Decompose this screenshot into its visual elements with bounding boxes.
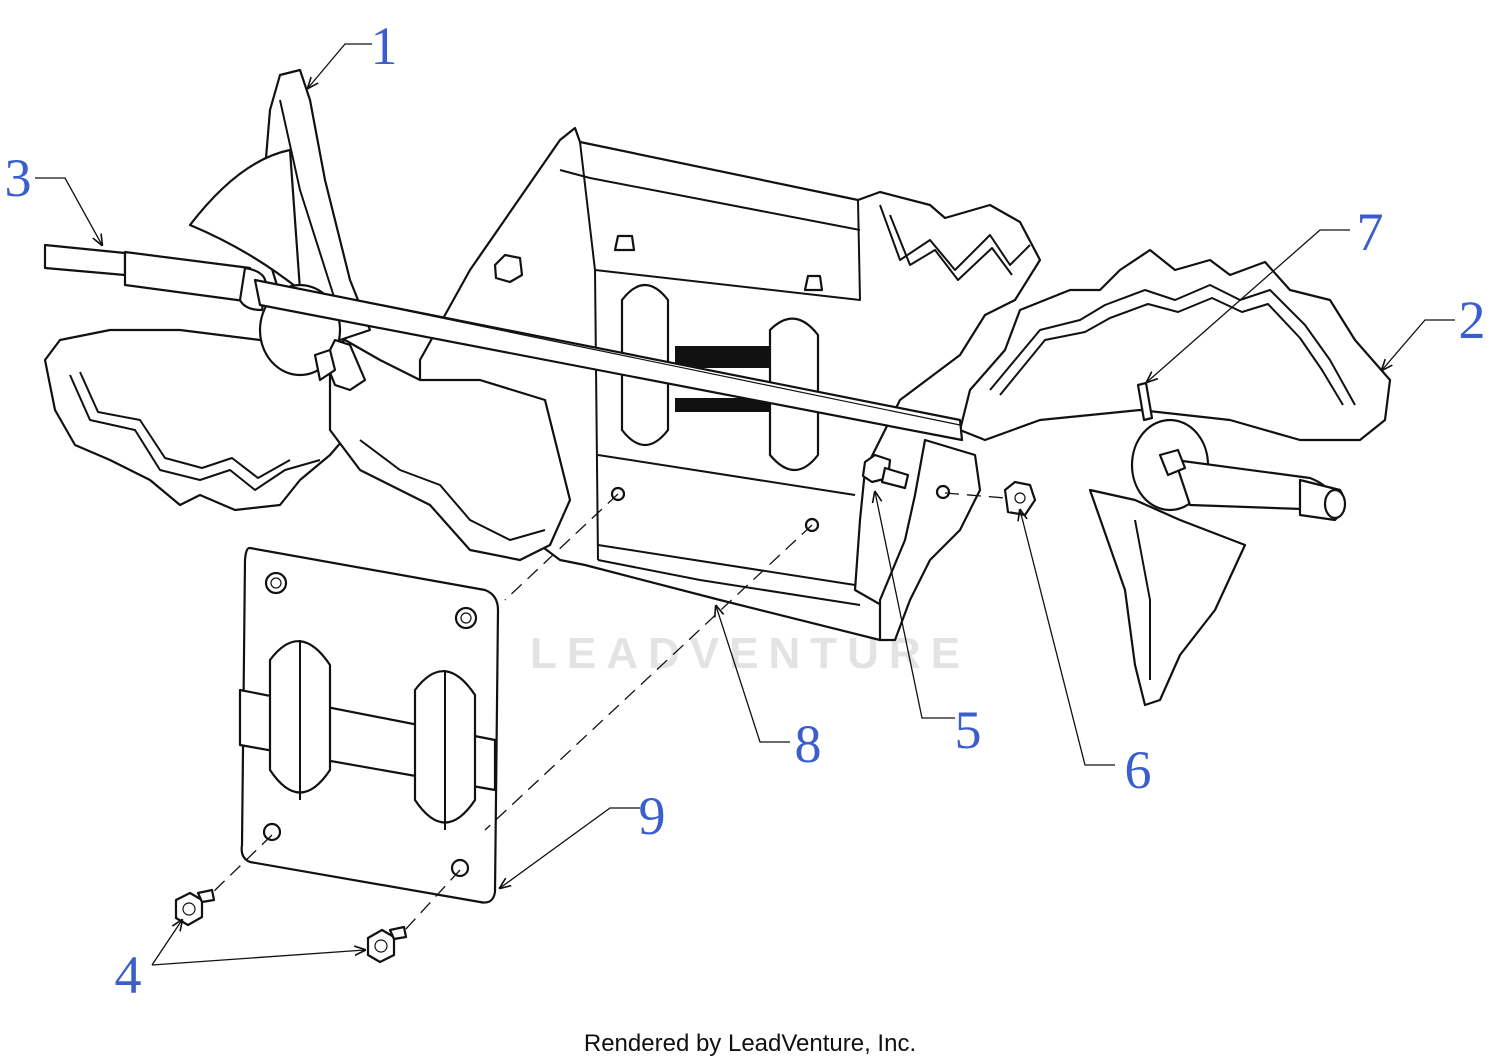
callout-4: 4 — [115, 945, 142, 1005]
callout-2: 2 — [1459, 290, 1486, 350]
left-auger-tine — [43, 68, 572, 562]
bolt-lower — [366, 925, 408, 964]
render-credit: Rendered by LeadVenture, Inc. — [583, 1030, 917, 1057]
right-auger-tine — [958, 248, 1392, 707]
main-shaft — [43, 243, 964, 442]
callout-8: 8 — [795, 714, 822, 774]
callout-5: 5 — [955, 700, 982, 760]
cover-plate — [238, 546, 500, 904]
callout-3: 3 — [5, 148, 32, 208]
leader-lines — [35, 43, 1455, 966]
callouts: 1 2 3 4 5 6 7 8 9 — [5, 16, 1486, 1005]
bolt-upper — [174, 888, 216, 927]
watermark-text: LEADVENTURE — [530, 629, 970, 678]
callout-9: 9 — [639, 786, 666, 846]
callout-7: 7 — [1357, 202, 1384, 262]
assembly-lines — [209, 492, 1006, 931]
side-bracket — [861, 438, 1037, 642]
callout-1: 1 — [371, 16, 398, 76]
callout-6: 6 — [1125, 740, 1152, 800]
